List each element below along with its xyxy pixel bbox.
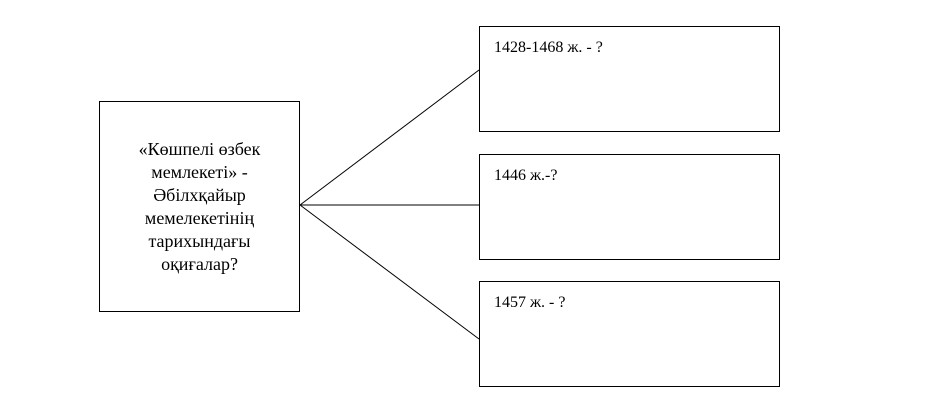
event-label-1446: 1446 ж.-? — [494, 167, 558, 184]
event-box-1446: 1446 ж.-? — [479, 154, 780, 260]
connector-line-top — [299, 69, 480, 206]
event-box-1428-1468: 1428-1468 ж. - ? — [479, 26, 780, 132]
connector-line-bottom — [299, 204, 480, 340]
event-label-1428-1468: 1428-1468 ж. - ? — [494, 39, 603, 56]
central-topic-box: «Көшпелі өзбек мемлекеті» - Әбілхқайыр м… — [99, 101, 300, 312]
event-box-1457: 1457 ж. - ? — [479, 281, 780, 387]
event-label-1457: 1457 ж. - ? — [494, 294, 566, 311]
central-topic-text: «Көшпелі өзбек мемлекеті» - Әбілхқайыр м… — [138, 138, 261, 274]
